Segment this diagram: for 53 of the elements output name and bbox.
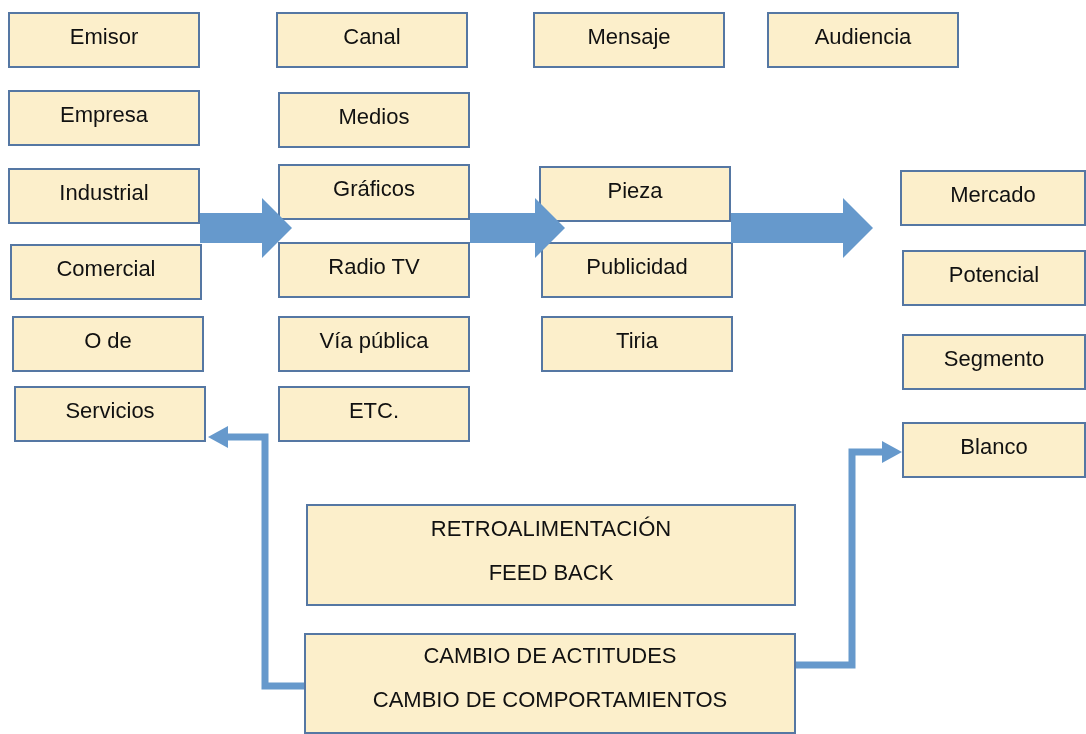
text-box [278, 92, 470, 148]
text-box [304, 633, 796, 734]
text-box [767, 12, 959, 68]
text-box [541, 242, 733, 298]
box-label: Mercado [950, 182, 1036, 208]
arrow [470, 198, 565, 258]
box-label: Radio TV [328, 254, 420, 280]
box-label: CAMBIO DE COMPORTAMIENTOS [372, 687, 728, 713]
text-box [278, 164, 470, 220]
box-label: ETC. [348, 398, 400, 424]
box-label: Medios [338, 104, 410, 130]
box-label: Gráficos [333, 176, 415, 202]
text-box [278, 386, 470, 442]
text-box [10, 244, 202, 300]
text-box [278, 242, 470, 298]
box-label: Servicios [65, 398, 155, 424]
text-box [8, 90, 200, 146]
box-label: Tiria [616, 328, 658, 354]
text-box [902, 334, 1086, 390]
text-box [8, 12, 200, 68]
box-label: O de [84, 328, 132, 354]
text-box [276, 12, 468, 68]
box-label: Blanco [960, 434, 1028, 460]
arrow [731, 198, 873, 258]
box-label: Canal [343, 24, 401, 50]
box-label: RETROALIMENTACIÓN [430, 516, 672, 542]
box-label: CAMBIO DE ACTITUDES [423, 643, 677, 669]
text-box [8, 168, 200, 224]
box-label: Mensaje [587, 24, 671, 50]
box-label: FEED BACK [488, 560, 614, 586]
text-box [533, 12, 725, 68]
box-label: Pieza [607, 178, 663, 204]
arrow [796, 441, 902, 669]
box-label: Potencial [948, 262, 1040, 288]
box-label: Empresa [59, 102, 148, 128]
box-label: Publicidad [586, 254, 688, 280]
text-box [306, 504, 796, 606]
text-box [902, 250, 1086, 306]
text-box [14, 386, 206, 442]
text-box [12, 316, 204, 372]
text-box [900, 170, 1086, 226]
box-label: Audiencia [814, 24, 912, 50]
text-box [278, 316, 470, 372]
box-label: Industrial [59, 180, 149, 206]
text-box [541, 316, 733, 372]
arrow [200, 198, 292, 258]
text-box [539, 166, 731, 222]
arrow [208, 426, 304, 690]
box-label: Emisor [69, 24, 139, 50]
box-label: Vía pública [319, 328, 429, 354]
text-box [902, 422, 1086, 478]
box-label: Segmento [943, 346, 1045, 372]
box-label: Comercial [56, 256, 156, 282]
